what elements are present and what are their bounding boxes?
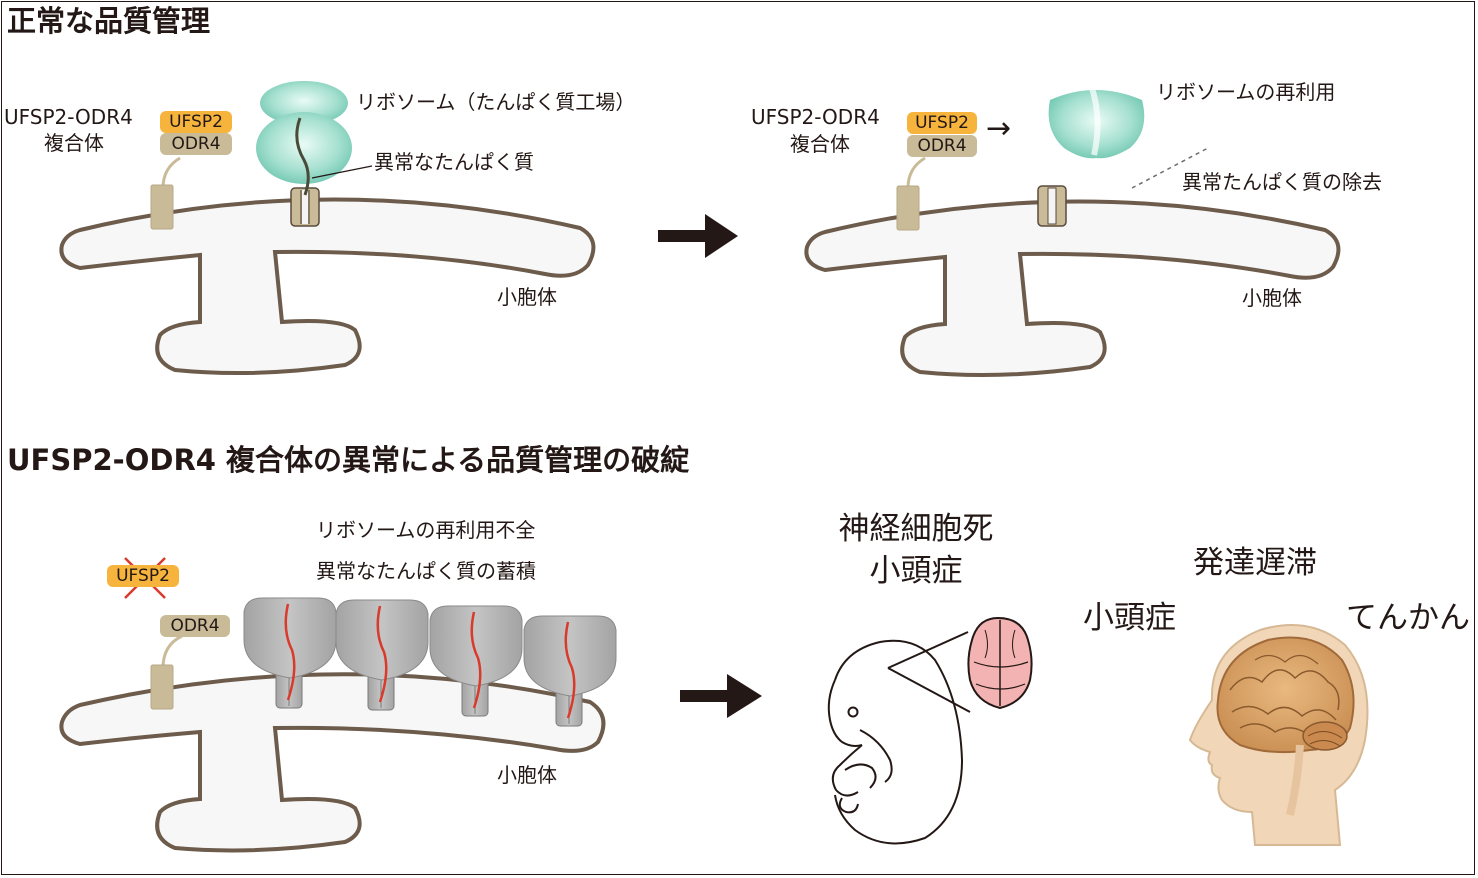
big-arrow-1 bbox=[658, 214, 738, 258]
er-label: 小胞体 bbox=[1242, 286, 1302, 310]
odr4-badge: ODR4 bbox=[160, 615, 230, 637]
section-title-failure: UFSP2-ODR4 複合体の異常による品質管理の破綻 bbox=[7, 443, 690, 477]
removal-dashed-line bbox=[1131, 147, 1209, 189]
er-organelle-normal-before bbox=[59, 197, 596, 376]
mouse-outcome-microcephaly: 小頭症 bbox=[869, 553, 963, 589]
er-membrane-shape bbox=[59, 197, 596, 376]
er-label: 小胞体 bbox=[497, 763, 557, 787]
ribosome-recycle-label: リボソームの再利用 bbox=[1156, 80, 1336, 104]
ufsp2-badge: UFSP2 bbox=[160, 111, 232, 133]
stalled-ribosome-4 bbox=[523, 615, 617, 727]
ufsp2-badge-absent: UFSP2 bbox=[107, 565, 179, 587]
er-organelle-normal-after bbox=[804, 199, 1341, 378]
big-arrow-2 bbox=[680, 674, 762, 718]
abnormal-protein-pointer bbox=[311, 165, 373, 179]
protein-removal-label: 異常たんぱく質の除去 bbox=[1182, 170, 1382, 194]
mouse-embryo-drawing bbox=[827, 639, 964, 845]
er-organelle-failure bbox=[59, 672, 606, 853]
ribosome-normal bbox=[256, 81, 352, 196]
accumulation-label: 異常なたんぱく質の蓄積 bbox=[316, 559, 536, 583]
section-title-normal: 正常な品質管理 bbox=[7, 4, 211, 38]
human-outcome-developmental-delay: 発達遅滞 bbox=[1193, 545, 1317, 581]
mouse-brain-icon bbox=[967, 616, 1033, 710]
stalled-ribosome-2 bbox=[335, 599, 429, 711]
complex-name-label-2: 複合体 bbox=[790, 132, 850, 156]
human-outcome-microcephaly: 小頭症 bbox=[1083, 600, 1176, 636]
er-membrane-shape bbox=[59, 672, 606, 853]
human-head-brain-icon bbox=[1188, 624, 1369, 846]
human-outcome-epilepsy: てんかん bbox=[1346, 600, 1470, 636]
ribosome-label: リボソーム（たんぱく質工場） bbox=[356, 90, 636, 114]
release-arrow: → bbox=[986, 111, 1012, 146]
complex-name-label: UFSP2-ODR4 bbox=[4, 105, 133, 129]
odr4-anchor-normal-after bbox=[896, 156, 926, 231]
complex-name-label-2: 複合体 bbox=[44, 131, 104, 155]
stalled-ribosome-3 bbox=[429, 605, 523, 717]
er-membrane-shape bbox=[804, 199, 1341, 378]
recycle-failure-label: リボソームの再利用不全 bbox=[316, 518, 536, 542]
odr4-badge: ODR4 bbox=[907, 135, 977, 157]
complex-name-label: UFSP2-ODR4 bbox=[751, 105, 880, 129]
ufsp2-badge: UFSP2 bbox=[907, 112, 977, 134]
callout-lines bbox=[887, 631, 971, 713]
translocon-normal-before bbox=[290, 187, 320, 227]
odr4-anchor-normal-before bbox=[150, 156, 181, 230]
odr4-badge: ODR4 bbox=[160, 133, 232, 155]
er-label: 小胞体 bbox=[497, 285, 557, 309]
translocon-empty bbox=[1037, 185, 1067, 227]
abnormal-protein-label: 異常なたんぱく質 bbox=[374, 150, 534, 174]
odr4-anchor-failure bbox=[150, 634, 183, 710]
mouse-outcome-neuron-death: 神経細胞死 bbox=[838, 511, 994, 547]
ribosome-recycled bbox=[1048, 87, 1145, 159]
